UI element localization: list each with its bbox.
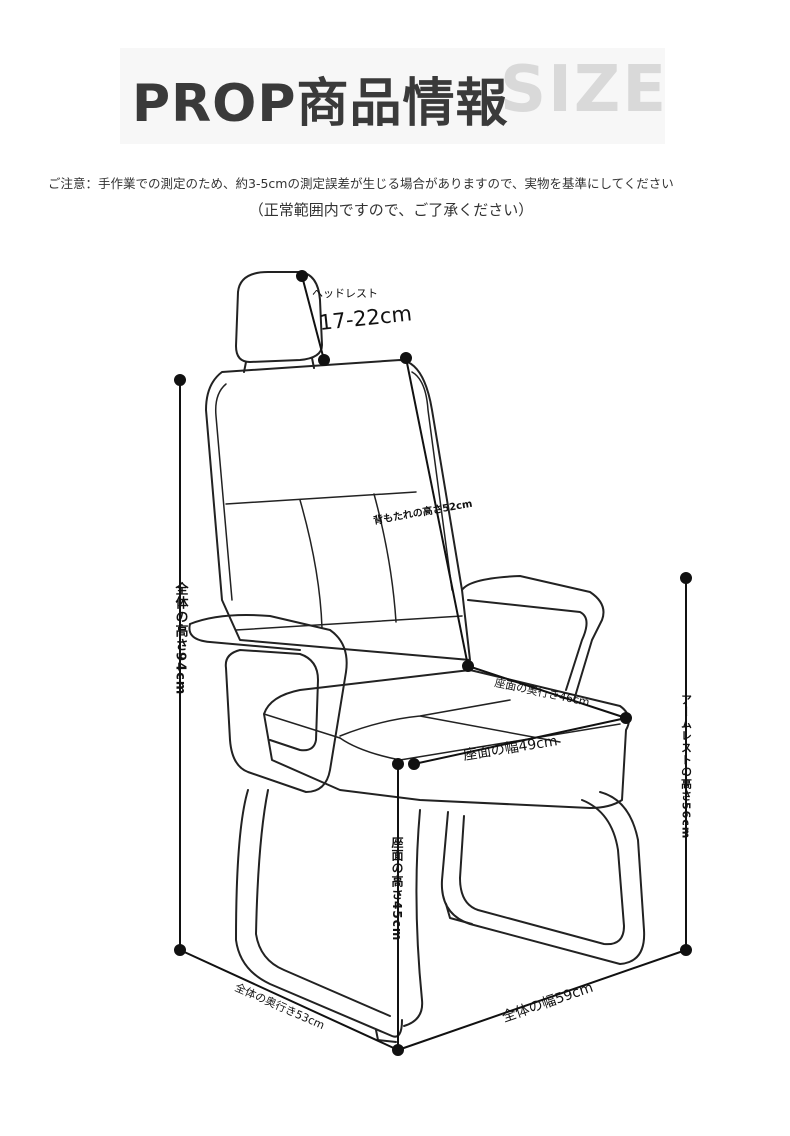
leg-back xyxy=(440,791,646,965)
left-armrest-top xyxy=(188,623,301,651)
right-armrest xyxy=(461,575,605,701)
seat-stitch xyxy=(339,699,561,743)
leg-front-left-inner xyxy=(255,789,391,1017)
dimension-lines xyxy=(174,270,692,1056)
seat-width-label: 座面の幅49cm xyxy=(462,733,558,764)
backrest-height-label: 背もたれの高さ52cm xyxy=(372,497,473,527)
headrest-shape xyxy=(235,271,323,363)
dim-dot xyxy=(296,270,308,282)
leg-back-foot xyxy=(445,903,473,925)
measurement-note: ご注意：手作業での測定のため、約3-5cmの測定誤差が生じる場合がありますので、… xyxy=(48,176,674,191)
backrest-stitch-h xyxy=(225,491,417,505)
leg-front-right xyxy=(403,809,424,1027)
backrest-stitch-v2 xyxy=(373,493,397,623)
page-title: PROP商品情報 xyxy=(132,74,509,134)
seat-left-edge xyxy=(263,713,341,739)
armrest-height-label: アームレストの高さ56cm xyxy=(680,694,693,839)
dim-dot xyxy=(392,758,404,770)
overall-height-label: 全体の高さ94cm xyxy=(173,581,190,695)
headrest-label: ヘッドレスト xyxy=(312,287,378,300)
backrest-stitch-h2 xyxy=(235,615,463,631)
overall-width-label: 全体の幅59cm xyxy=(500,979,596,1026)
backrest-inner-right xyxy=(411,371,453,591)
backrest-inner xyxy=(214,383,233,601)
left-armrest xyxy=(189,614,348,793)
seat-cushion xyxy=(263,669,630,809)
seat-height-label: 座面の高さ45cm xyxy=(390,835,404,942)
header-band xyxy=(120,48,665,144)
backrest-stitch-v1 xyxy=(299,499,323,629)
leg-back-inner xyxy=(459,799,625,946)
dim-dot xyxy=(408,758,420,770)
dim-dot xyxy=(318,354,330,366)
backrest-outer xyxy=(205,359,471,661)
measurement-note-sub: （正常範囲内ですので、ご了承ください） xyxy=(248,201,534,219)
chair-illustration xyxy=(188,271,646,1043)
dim-dot xyxy=(174,374,186,386)
size-watermark: SIZE xyxy=(500,53,669,127)
headrest-value: 17-22cm xyxy=(318,301,413,335)
dim-dot xyxy=(400,352,412,364)
dim-dot xyxy=(680,572,692,584)
